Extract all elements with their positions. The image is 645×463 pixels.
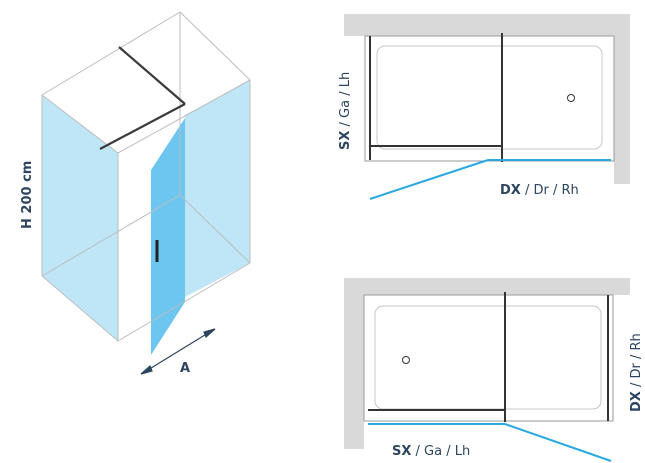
wall-top bbox=[344, 278, 630, 295]
open-label-bottom: SX / Ga / Lh bbox=[392, 444, 470, 459]
wall-right bbox=[614, 14, 630, 184]
glass-door-panel bbox=[151, 118, 185, 355]
plan-view-top: SX / Ga / Lh DX / Dr / Rh bbox=[338, 14, 630, 200]
screen-frame bbox=[369, 33, 503, 162]
drain-icon bbox=[402, 356, 410, 364]
height-label: H 200 cm bbox=[20, 161, 35, 229]
screen-frame bbox=[368, 292, 609, 422]
glass-panel-right bbox=[185, 80, 250, 297]
enclosure-wireframe bbox=[41, 11, 251, 342]
side-label-top: SX / Ga / Lh bbox=[338, 72, 353, 150]
width-label: A bbox=[180, 361, 190, 376]
support-bars bbox=[99, 46, 186, 150]
door-swing-path bbox=[368, 423, 612, 462]
wall-left bbox=[344, 278, 364, 449]
isometric-view: A H 200 cm bbox=[20, 11, 251, 376]
drain-icon bbox=[567, 94, 575, 102]
glass-panel-left bbox=[42, 95, 118, 341]
open-label-top: DX / Dr / Rh bbox=[500, 183, 579, 198]
width-dimension-arrow bbox=[140, 328, 216, 375]
plan-view-bottom: DX / Dr / Rh SX / Ga / Lh bbox=[344, 278, 644, 462]
bathtub-basin bbox=[376, 45, 603, 150]
wall-top bbox=[344, 14, 630, 36]
side-label-bottom: DX / Dr / Rh bbox=[629, 333, 644, 412]
door-swing-path bbox=[369, 159, 611, 200]
